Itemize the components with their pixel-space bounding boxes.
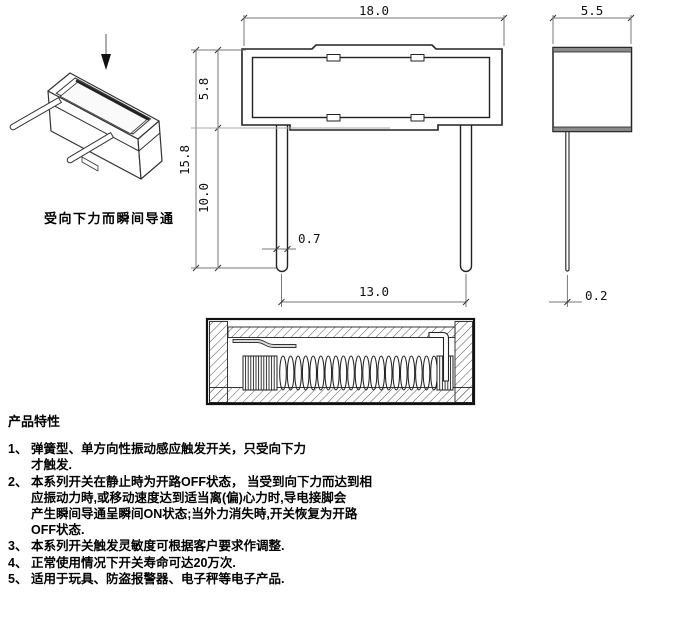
leaf-contact: [232, 339, 297, 348]
side-dimensions: [549, 14, 635, 307]
feature-number: 2、: [8, 474, 28, 489]
feature-item-3: 3、 本系列开关触发灵敏度可根据客户要求作调整.: [8, 538, 628, 554]
front-view: 18.0 5.8 15.8 10.0 0.7 13.0: [177, 3, 508, 307]
feature-line: 本系列开关在静止時为开路OFF状态， 当受到向下力而达到相: [31, 474, 372, 489]
feature-line: 正常使用情况下开关寿命可达20万次.: [31, 555, 236, 570]
front-tabs: [326, 54, 425, 122]
feature-line: 应振动力時,或移动速度达到适当离(偏)心力时,导电接脚会: [31, 490, 347, 505]
feature-number: 1、: [8, 442, 28, 457]
feature-number: 5、: [8, 571, 28, 586]
cross-section-view: [205, 317, 476, 406]
spring-coil: [242, 355, 454, 391]
dim-pin-length: 10.0: [196, 183, 211, 213]
front-pins: [275, 117, 473, 273]
front-dimensions: [191, 14, 508, 307]
dim-side-width: 5.5: [581, 3, 604, 18]
dim-front-width: 18.0: [359, 3, 389, 18]
side-top-band: [552, 47, 632, 53]
feature-line: 本系列开关触发灵敏度可根据客户要求作调整.: [31, 539, 285, 554]
technical-drawing: 18.0 5.8 15.8 10.0 0.7 13.0 5.5 0.2: [9, 3, 635, 406]
dim-pin-width: 0.7: [298, 231, 321, 246]
dim-total-height: 15.8: [177, 145, 192, 175]
isometric-view: [9, 34, 163, 180]
dim-body-height: 5.8: [196, 78, 211, 101]
feature-line: 才触发.: [31, 458, 72, 473]
feature-line: 适用于玩具、防盗报警器、电子秤等电子产品.: [31, 571, 285, 586]
dim-pin-pitch: 13.0: [359, 284, 389, 299]
feature-number: 3、: [8, 539, 28, 554]
side-body: [552, 46, 633, 133]
feature-item-2: 2、 本系列开关在静止時为开路OFF状态， 当受到向下力而达到相 应振动力時,或…: [8, 474, 628, 539]
side-bottom-band: [552, 126, 632, 132]
feature-item-4: 4、 正常使用情况下开关寿命可达20万次.: [8, 555, 628, 571]
front-body-outline: [241, 44, 503, 131]
feature-line: OFF状态.: [31, 523, 85, 538]
feature-item-1: 1、 弹簧型、单方向性振动感应触发开关，只受向下力 才触发.: [8, 441, 628, 473]
iso-pins: [9, 97, 114, 164]
feature-line: 弹簧型、单方向性振动感应触发开关，只受向下力: [31, 442, 307, 457]
side-view: 5.5 0.2: [549, 3, 635, 307]
down-arrow-icon: [101, 34, 111, 70]
dim-pin-thickness: 0.2: [585, 288, 608, 303]
feature-line: 产生瞬间导通呈瞬间ON状态;当外力消失時,开关恢复为开路: [31, 507, 358, 522]
iso-body: [47, 72, 163, 180]
right-terminal-contact: [428, 331, 450, 382]
iso-caption: 受向下力而瞬间导通: [44, 211, 175, 226]
front-inner-cavity: [251, 56, 491, 119]
section-hatched-walls: [209, 321, 473, 403]
side-pin: [565, 130, 570, 272]
feature-item-5: 5、 适用于玩具、防盗报警器、电子秤等电子产品.: [8, 571, 628, 587]
product-features: 产品特性 1、 弹簧型、单方向性振动感应触发开关，只受向下力 才触发. 2、 本…: [8, 414, 628, 587]
features-title: 产品特性: [8, 414, 61, 429]
feature-number: 4、: [8, 555, 28, 570]
